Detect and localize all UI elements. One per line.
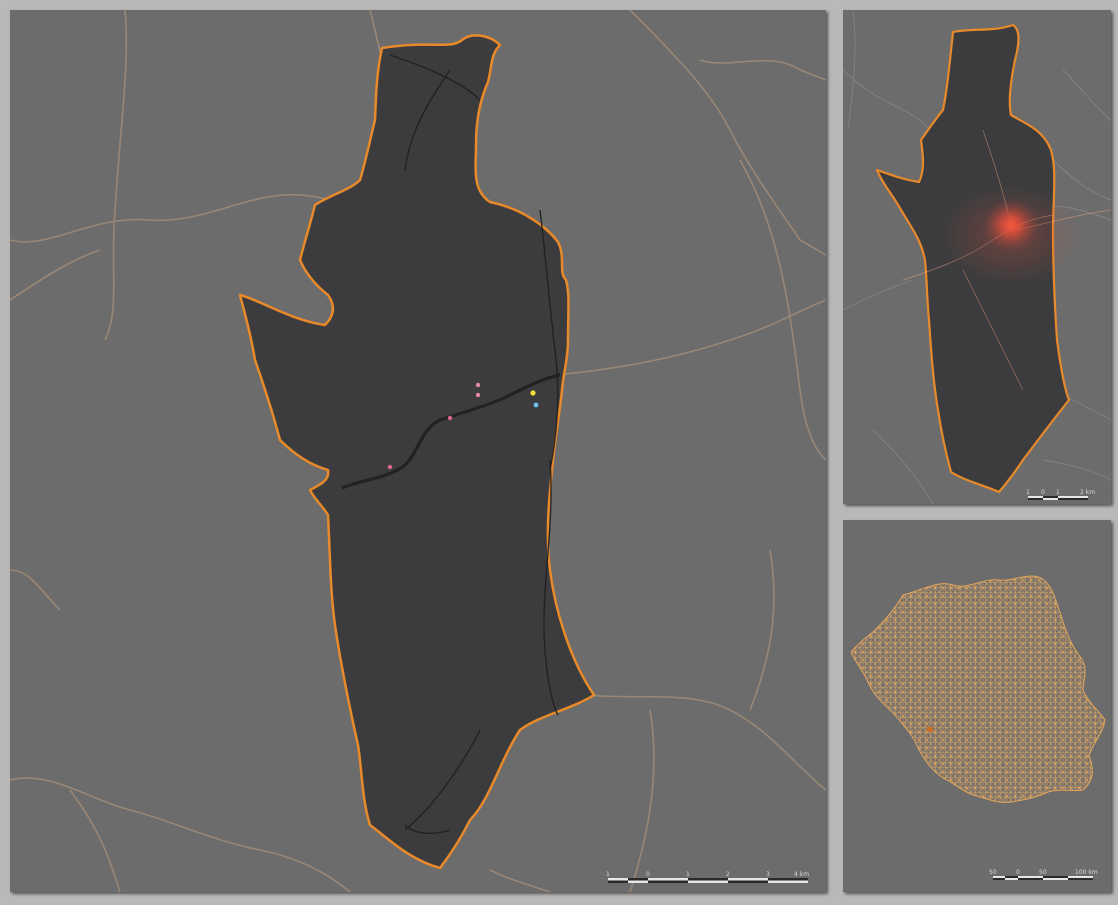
stream-2: [389, 54, 481, 101]
road-outside-4: [629, 10, 826, 256]
main-scale-bar: 1 0 1 2 3 4 km: [606, 871, 809, 883]
road-outside-10: [749, 549, 775, 711]
stream-3: [404, 69, 451, 171]
stream-6: [404, 824, 451, 834]
country-inset-panel[interactable]: 50 0 50 100 km: [843, 520, 1111, 892]
road-outside-12: [69, 789, 121, 892]
heat-scale-bar: 1 0 1 2 km: [1026, 489, 1095, 500]
road-outside-3: [10, 249, 101, 301]
main-scale-label-5: 4 km: [794, 871, 809, 878]
road-outside-9: [629, 709, 655, 892]
heat-scale-label-0: 1: [1026, 489, 1030, 496]
main-scale-label-0: 1: [606, 871, 610, 878]
main-map-panel[interactable]: 1 0 1 2 3 4 km: [10, 10, 826, 892]
road-outside-7: [739, 159, 826, 461]
country-network-fine: [851, 576, 1105, 803]
road-outside-15: [489, 869, 551, 892]
country-scale-bar: 50 0 50 100 km: [989, 869, 1098, 880]
road-outside-13: [10, 569, 61, 611]
road-outside-11: [10, 777, 351, 892]
stream-4: [543, 459, 559, 716]
point-pink-4: [387, 464, 393, 470]
region-boundary: [238, 34, 596, 870]
heat-scale-label-3: 2 km: [1080, 489, 1095, 496]
main-scale-label-3: 2: [726, 871, 730, 878]
point-yellow: [530, 390, 536, 396]
main-scale-label-2: 1: [686, 871, 690, 878]
points-layer: [387, 382, 539, 470]
stream-1: [539, 209, 559, 471]
point-cyan: [533, 402, 539, 408]
main-river: [341, 373, 561, 490]
country-inset-canvas: 50 0 50 100 km: [850, 575, 1106, 880]
country-scale-label-3: 100 km: [1075, 869, 1098, 876]
road-outside-8: [584, 694, 826, 791]
stream-5: [404, 729, 481, 831]
main-map-canvas: 1 0 1 2 3 4 km: [10, 10, 826, 892]
heat-inset-canvas: 1 0 1 2 km: [843, 10, 1111, 504]
road-outside-6: [554, 299, 826, 376]
road-outside-5: [699, 59, 826, 81]
country-scale-label-2: 50: [1039, 869, 1047, 876]
heat-scale-label-1: 0: [1041, 489, 1045, 496]
country-location-marker: [927, 727, 933, 732]
country-scale-label-0: 50: [989, 869, 997, 876]
country-scale-label-1: 0: [1016, 869, 1020, 876]
point-pink-3: [447, 415, 453, 421]
heat-inset-panel[interactable]: 1 0 1 2 km: [843, 10, 1111, 504]
heat-center: [983, 199, 1039, 251]
point-pink-2: [475, 392, 481, 398]
heat-scale-label-2: 1: [1056, 489, 1060, 496]
main-scale-label-1: 0: [646, 871, 650, 878]
main-scale-label-4: 3: [766, 871, 770, 878]
road-outside-2: [104, 10, 128, 341]
inside-roads: [341, 54, 561, 834]
point-pink-1: [475, 382, 481, 388]
